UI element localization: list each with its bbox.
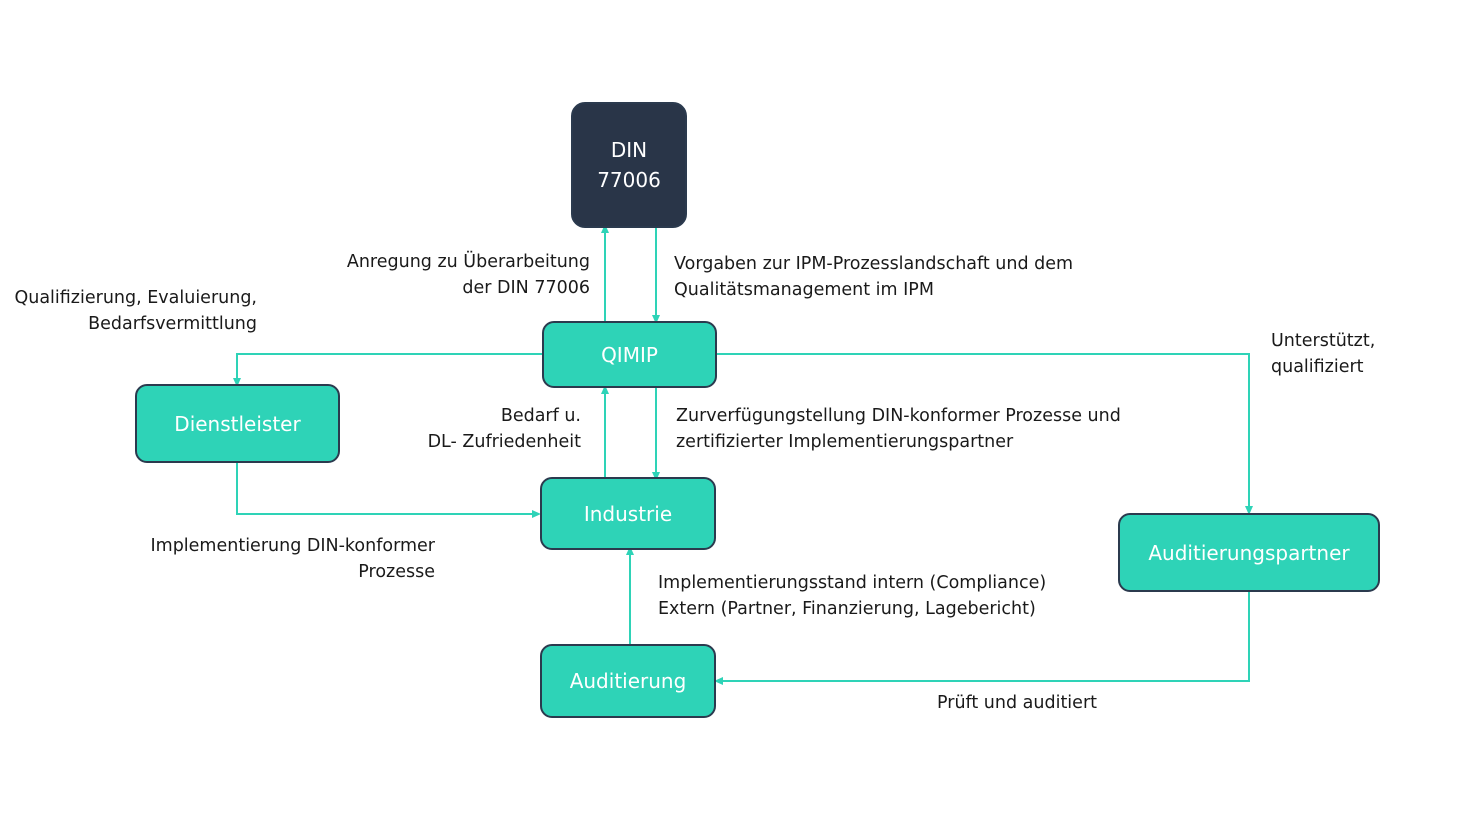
arrow-qimip-to-dienstleister: [233, 353, 543, 387]
label-qualifizierung: Qualifizierung, Evaluierung, Bedarfsverm…: [14, 285, 257, 337]
node-auditierung-label: Auditierung: [569, 669, 687, 693]
label-qualifizierung-line1: Qualifizierung, Evaluierung,: [14, 288, 257, 308]
label-vorgaben-line1: Vorgaben zur IPM-Prozesslandschaft und d…: [674, 254, 1074, 274]
label-zurverfuegungstellung: Zurverfügungstellung DIN-konformer Proze…: [676, 403, 1121, 455]
label-bedarf-line1: Bedarf u.: [500, 406, 581, 426]
node-auditierungspartner-label: Auditierungspartner: [1148, 540, 1350, 565]
label-anregung: Anregung zu Überarbeitung der DIN 77006: [347, 249, 590, 301]
label-stand-line1: Implementierungsstand intern (Compliance…: [658, 573, 1047, 593]
label-stand-line2: Extern (Partner, Finanzierung, Lageberic…: [658, 599, 1036, 619]
node-industrie-label: Industrie: [583, 501, 673, 526]
node-dienstleister-label: Dienstleister: [174, 411, 301, 436]
label-prueft-line1: Prüft und auditiert: [937, 693, 1097, 713]
label-implementierung-line1: Implementierung DIN-konformer: [150, 536, 435, 556]
label-bedarf-line2: DL- Zufriedenheit: [427, 432, 581, 452]
node-din-line2: 77006: [597, 168, 661, 192]
label-zurverfuegung-line2: zertifizierter Implementierungspartner: [676, 432, 1014, 452]
arrow-dienstleister-to-industrie: [236, 462, 541, 518]
label-vorgaben-line2: Qualitätsmanagement im IPM: [674, 280, 934, 300]
label-anregung-line1: Anregung zu Überarbeitung: [346, 252, 590, 272]
arrow-partner-to-auditierung: [714, 592, 1250, 685]
label-implementierung: Implementierung DIN-konformer Prozesse: [150, 533, 435, 585]
node-auditierungspartner: Auditierungspartner: [1118, 513, 1380, 592]
label-unterstuetzt: Unterstützt, qualifiziert: [1271, 328, 1375, 380]
label-implementierungsstand: Implementierungsstand intern (Compliance…: [658, 570, 1046, 622]
node-din-77006: DIN 77006: [571, 102, 687, 228]
label-vorgaben: Vorgaben zur IPM-Prozesslandschaft und d…: [674, 251, 1073, 303]
node-auditierung: Auditierung: [540, 644, 716, 718]
label-prueft-und-auditiert: Prüft und auditiert: [937, 690, 1097, 716]
label-implementierung-line2: Prozesse: [358, 562, 435, 582]
label-qualifizierung-line2: Bedarfsvermittlung: [88, 314, 257, 334]
label-unterstuetzt-line1: Unterstützt,: [1271, 331, 1376, 351]
node-qimip: QIMIP: [542, 321, 717, 388]
node-industrie: Industrie: [540, 477, 716, 550]
node-din-line1: DIN: [610, 138, 648, 162]
node-qimip-label: QIMIP: [601, 342, 658, 367]
arrow-qimip-to-auditierungspartner: [716, 353, 1253, 515]
label-bedarf: Bedarf u. DL- Zufriedenheit: [428, 403, 581, 455]
node-dienstleister: Dienstleister: [135, 384, 340, 463]
label-anregung-line2: der DIN 77006: [462, 278, 590, 298]
label-zurverfuegung-line1: Zurverfügungstellung DIN-konformer Proze…: [676, 406, 1121, 426]
label-unterstuetzt-line2: qualifiziert: [1271, 357, 1364, 377]
